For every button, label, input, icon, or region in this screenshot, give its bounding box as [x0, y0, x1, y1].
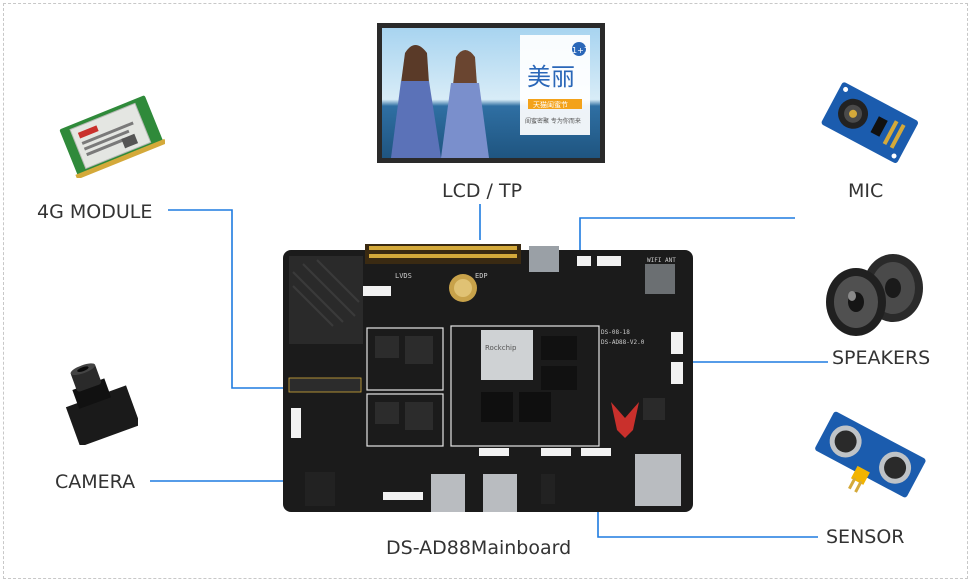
silk-chip: Rockchip	[485, 344, 517, 352]
label-sensor: SENSOR	[826, 526, 905, 548]
label-mainboard: DS-AD88Mainboard	[386, 537, 572, 559]
4g-module-image	[59, 95, 165, 178]
silk-version: DS-AD88-V2.0	[601, 339, 645, 346]
silk-date: DS-08-18	[601, 329, 630, 336]
lcd-badge-text: 1+1	[572, 46, 589, 55]
silk-wifi: WIFI ANT	[647, 257, 676, 264]
lcd-brand-text: 美丽	[527, 63, 575, 91]
lcd-display: 美丽 1+1 天猫闺蜜节 闺蜜密聚 专为你而来	[377, 23, 605, 163]
lcd-subline: 闺蜜密聚 专为你而来	[525, 117, 581, 125]
speakers-image	[826, 254, 923, 336]
silk-lvds: LVDS	[395, 272, 412, 280]
label-lcd-tp: LCD / TP	[442, 180, 523, 202]
label-camera: CAMERA	[55, 471, 136, 493]
silk-edp: EDP	[475, 272, 488, 280]
label-4g-module: 4G MODULE	[37, 201, 153, 223]
line-4g-module	[168, 209, 300, 389]
camera-module-image	[65, 363, 138, 445]
sensor-module-image	[815, 411, 926, 498]
dashed-border	[3, 3, 968, 579]
label-speakers: SPEAKERS	[832, 347, 931, 369]
mainboard-image: LVDS EDP WIFI ANT Rockchip DS-08-18 DS-A…	[283, 244, 693, 512]
lcd-tagline: 天猫闺蜜节	[533, 100, 568, 109]
label-mic: MIC	[848, 180, 884, 202]
mic-module-image	[821, 82, 918, 164]
line-mic	[579, 217, 795, 258]
